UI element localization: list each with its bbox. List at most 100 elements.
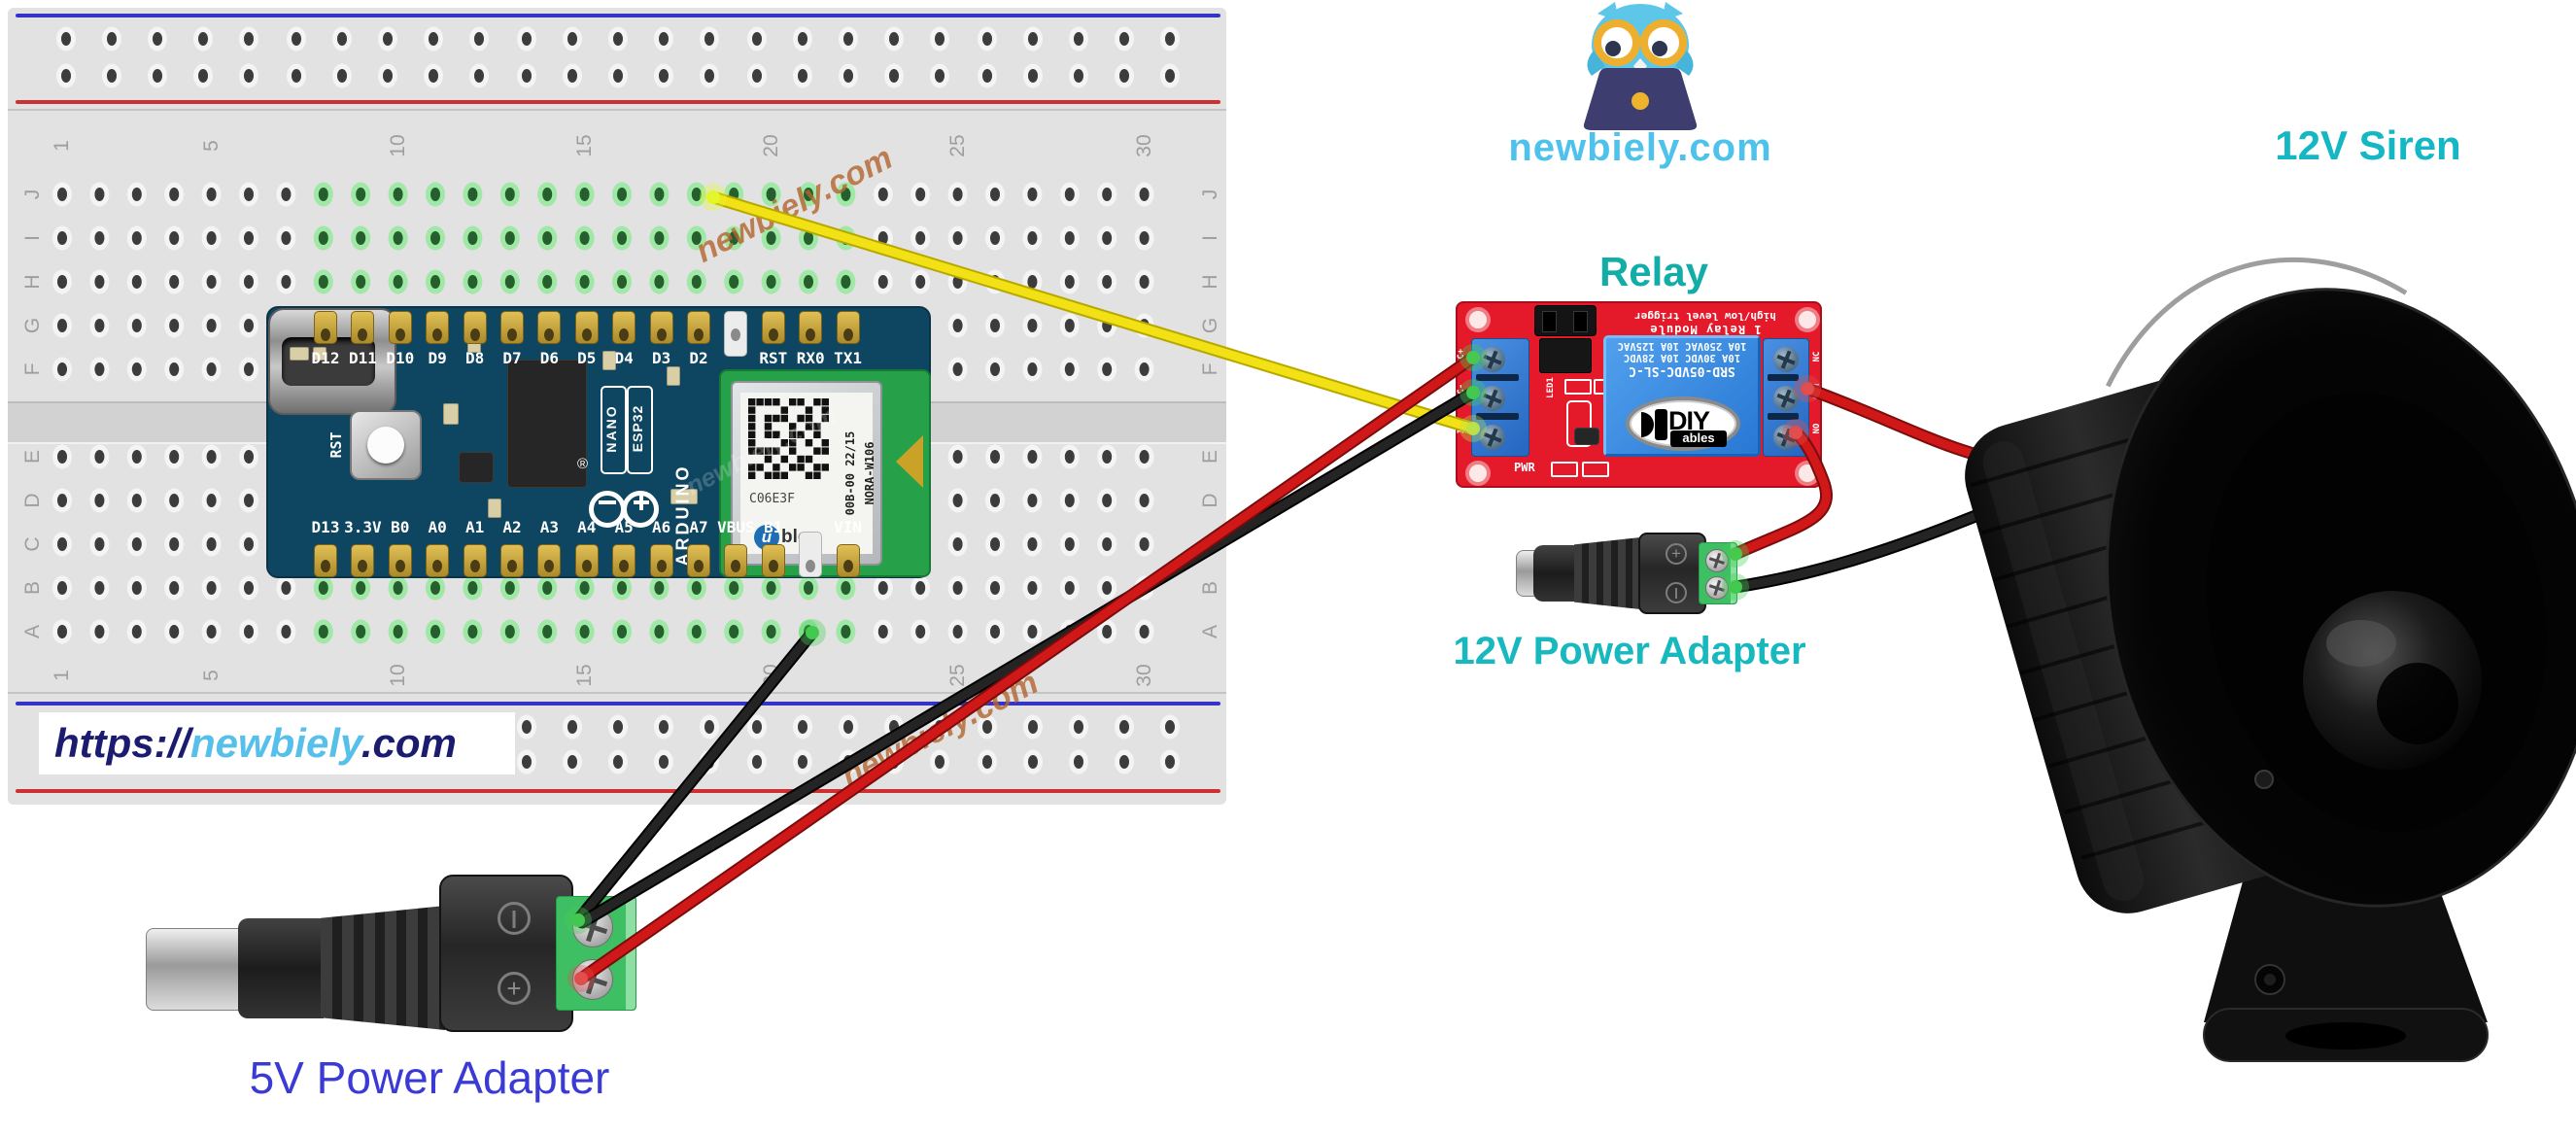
minus-symbol (1666, 582, 1687, 603)
pin-pad (314, 544, 337, 577)
owl-wing-left (1587, 51, 1605, 76)
laptop-logo-dot (1631, 92, 1649, 110)
pin-pad (351, 544, 375, 577)
pin-label-a1: A1 (464, 518, 485, 536)
terminal-screw-plus (572, 959, 613, 1000)
pin-label-d6: D6 (539, 349, 560, 367)
pin-pad (463, 544, 487, 577)
jumper-block (1534, 305, 1597, 336)
relay-screw-dc-plus (1480, 347, 1505, 372)
pad-hole (581, 328, 592, 341)
12v-adapter-body: + (1638, 533, 1706, 614)
pin-pad (649, 311, 673, 344)
smd-component (290, 347, 309, 361)
5v-adapter-ribs (321, 906, 445, 1030)
url-suffix: .com (361, 720, 457, 766)
relay-silk-line2: high/low level trigger (1634, 310, 1776, 323)
arduino-logo-minus (599, 500, 616, 504)
5v-adapter-plug-tip (146, 928, 241, 1011)
pin-pad (612, 311, 636, 344)
pin-pad (724, 544, 748, 577)
plus-symbol: + (1666, 543, 1687, 565)
pin-pad (799, 311, 823, 344)
pad-hole (395, 328, 405, 341)
relay-top-silk: 1 Relay Module high/low level trigger (1603, 305, 1807, 336)
diyables-ables-text: ables (1670, 430, 1727, 447)
usb-c-connector (268, 308, 396, 415)
pin-pad (426, 544, 450, 577)
pad-hole (842, 328, 853, 341)
relay-label: Relay (1598, 249, 1709, 294)
pin-pad (836, 311, 860, 344)
owl-pupil-right (1652, 41, 1667, 56)
logo-text: newbiely.com (1508, 126, 1772, 169)
black-12v-to-siren (1731, 486, 2044, 592)
pin-label-d12: D12 (311, 349, 340, 367)
mount-hole (1799, 311, 1816, 328)
newbiely-owl-logo (1583, 2, 1698, 130)
owl-wing-right (1675, 51, 1694, 76)
pad-hole (358, 328, 368, 341)
pin-label-d5: D5 (577, 349, 597, 367)
pin-pad (574, 544, 599, 577)
pin-pad (537, 311, 562, 344)
jumper-post (1573, 311, 1588, 332)
pin-pad (649, 544, 673, 577)
relay-right-terminal-block (1763, 338, 1809, 457)
pin-label-rst: RST (759, 349, 788, 367)
smd-component (443, 403, 459, 425)
pin-label-d3: D3 (651, 349, 671, 367)
pin-pad (388, 544, 412, 577)
12v-adapter-terminal (1699, 542, 1737, 604)
esp32-chip (507, 360, 587, 488)
pad-hole (619, 560, 630, 572)
siren-rear-housing (1965, 377, 2342, 913)
pin-pad (612, 544, 636, 577)
relay-terminal-label-com: COM (1812, 383, 1822, 400)
pin-label-a5: A5 (614, 518, 634, 536)
terminal-divider (1476, 374, 1519, 381)
arduino-nano-esp32-board: RST NANO ESP32 ® ARDUINO C06 (266, 306, 931, 578)
relay-terminal-label-nc: NC (1812, 351, 1822, 362)
pad-hole (842, 560, 853, 572)
pin-pad (537, 544, 562, 577)
siren-bell (2105, 257, 2576, 908)
pad-hole (768, 560, 778, 572)
pwr-silk: PWR (1514, 461, 1535, 474)
12v-adapter-ribs (1574, 537, 1640, 609)
pin-pad (687, 544, 710, 577)
12v-adapter-plug-tip (1516, 550, 1535, 597)
pin-pad (426, 311, 450, 344)
smd-component (313, 347, 326, 361)
relay-screw-in (1480, 425, 1505, 450)
pin-label-rx0: RX0 (796, 349, 825, 367)
pin-pad (836, 544, 860, 577)
pin-pad (761, 544, 785, 577)
pad-hole (656, 560, 667, 572)
relay-screw-nc (1773, 347, 1799, 372)
pin-label-a4: A4 (577, 518, 597, 536)
mount-hole (1469, 311, 1487, 328)
relay-terminal-label-dc+: DC+ (1457, 348, 1466, 365)
reset-label: RST (327, 431, 345, 459)
siren-label: 12V Siren (2275, 122, 2461, 168)
module-line1: 00B-00 22/15 (843, 430, 857, 516)
pad-hole (806, 560, 816, 572)
pad-hole (619, 328, 630, 341)
terminal-edge (626, 897, 635, 1010)
pad-hole (656, 328, 667, 341)
terminal-divider (1768, 413, 1799, 420)
watermark-url-box: https://newbiely.com (39, 712, 515, 775)
reset-button (350, 410, 422, 480)
pin-label-a6: A6 (651, 518, 671, 536)
module-code: C06E3F (749, 492, 795, 506)
pin-label-vin: VIN (834, 518, 863, 536)
optocoupler-ic (1539, 338, 1592, 373)
mount-hole (1799, 465, 1816, 482)
pin-label-b1: B1 (764, 518, 783, 536)
jumper-post (1542, 311, 1557, 332)
pad-hole (694, 328, 704, 341)
pin-label-tx1: TX1 (834, 349, 863, 367)
cube-line-srd: SRD-05VDC-SL-C (1629, 363, 1735, 378)
